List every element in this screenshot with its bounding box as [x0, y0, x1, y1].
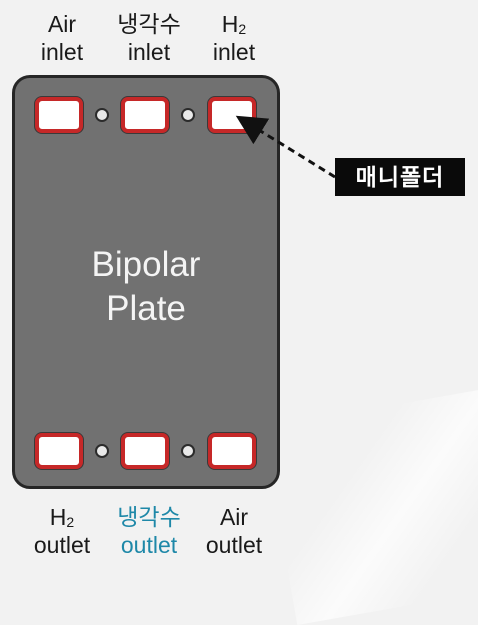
- air-outlet-port: [208, 433, 256, 469]
- label-coolant-inlet: 냉각수 inlet: [117, 11, 181, 65]
- label-air-inlet: Air inlet: [40, 11, 84, 65]
- callout-arrow: [235, 115, 336, 179]
- h2-outlet-port: [35, 433, 83, 469]
- air-inlet-port: [35, 97, 83, 133]
- coolant-outlet-port: [121, 433, 169, 469]
- manifold-callout: 매니폴더: [335, 158, 465, 196]
- label-h2-outlet: H2 outlet: [33, 504, 91, 558]
- port-divider-dot: [181, 444, 195, 458]
- plate-title: Bipolar Plate: [91, 245, 201, 328]
- label-air-outlet: Air outlet: [205, 504, 263, 558]
- label-h2-inlet: H2 inlet: [212, 11, 256, 65]
- port-divider-dot: [95, 108, 109, 122]
- label-coolant-outlet: 냉각수 outlet: [117, 504, 181, 558]
- port-divider-dot: [181, 108, 195, 122]
- coolant-inlet-port: [121, 97, 169, 133]
- port-divider-dot: [95, 444, 109, 458]
